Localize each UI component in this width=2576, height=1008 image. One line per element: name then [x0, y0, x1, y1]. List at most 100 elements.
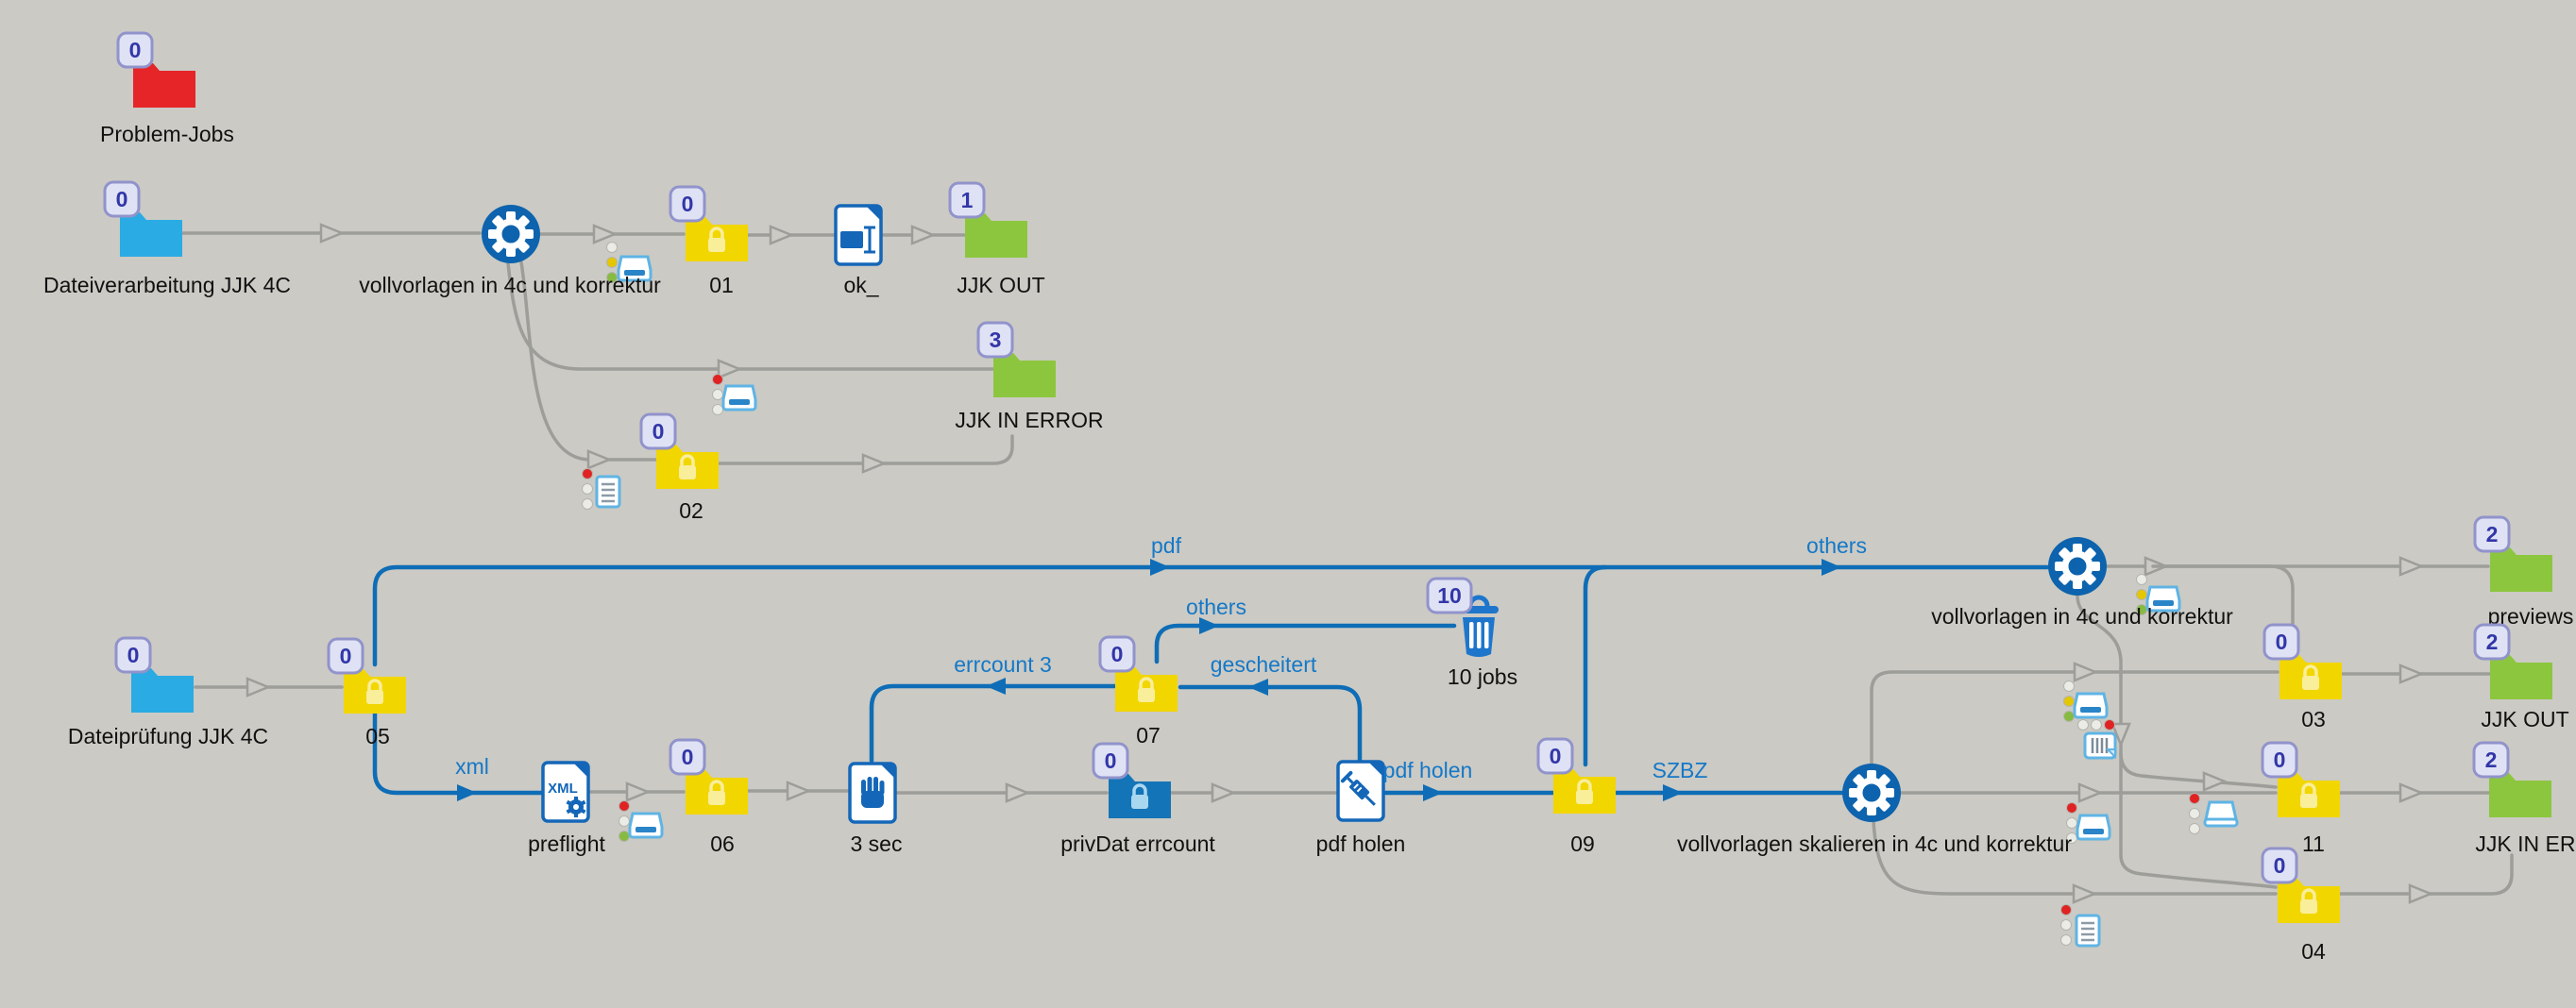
node-folder-11[interactable]: 011 — [2261, 741, 2340, 856]
connection-arrow-icon — [910, 225, 937, 245]
job-count-badge: 0 — [1092, 742, 1129, 780]
edge-03-to-jjkout[interactable] — [2341, 664, 2491, 684]
ind-branch-11 — [2189, 793, 2239, 834]
job-count: 0 — [652, 419, 665, 444]
node-folder-09[interactable]: 009 — [1536, 737, 1616, 856]
node-gear-vollvorlagen-1[interactable]: vollvorlagen in 4c und korrektur — [359, 205, 661, 297]
node-label: JJK IN ERROR — [955, 408, 1103, 432]
ind-skal-03 — [2063, 680, 2109, 722]
ind-preflight-06 — [619, 800, 664, 842]
edge-skalieren-to-04[interactable] — [1872, 818, 2278, 904]
node-gear-vollvorlagen-skalieren[interactable]: vollvorlagen skalieren in 4c und korrekt… — [1677, 764, 2072, 856]
node-folder-05[interactable]: 005 — [327, 637, 406, 748]
connection-arrow-icon — [2077, 782, 2104, 803]
edge-branch-to-11[interactable] — [2119, 751, 2278, 792]
connection-label: pdf holen — [1383, 758, 1473, 782]
lock-icon — [2300, 782, 2317, 808]
job-count: 0 — [2274, 748, 2286, 772]
edge-06-to-3sec[interactable] — [747, 781, 850, 801]
connection-arrow-icon — [2202, 771, 2229, 792]
status-dot-white — [2189, 808, 2200, 819]
edge-gear1-to-01[interactable] — [539, 224, 686, 244]
node-folder-06[interactable]: 006 — [669, 738, 748, 856]
job-count: 2 — [2485, 748, 2498, 772]
status-dot-white — [2077, 719, 2089, 731]
job-count-badge: 0 — [2261, 847, 2298, 884]
job-count: 0 — [116, 187, 128, 211]
edge-dp-to-05[interactable] — [194, 677, 344, 697]
folder-icon — [965, 213, 1027, 258]
edge-pdfholen-to-09[interactable] — [1381, 784, 1555, 801]
job-count-badge: 0 — [1536, 737, 1574, 775]
node-folder-07[interactable]: 007 — [1098, 635, 1178, 748]
job-count-badge: 0 — [2262, 623, 2300, 661]
edge-05-xml[interactable] — [372, 711, 544, 801]
connection-arrow-icon — [2398, 664, 2425, 684]
edge-gear1-to-jjkinerror[interactable] — [506, 261, 994, 379]
edge-09-up-others[interactable] — [1583, 564, 1608, 767]
job-count: 1 — [961, 188, 974, 212]
status-dot-green — [2063, 711, 2075, 722]
node-ok-rename[interactable]: ok_ — [834, 204, 883, 297]
ind-gear1-01 — [606, 242, 652, 283]
status-dot-white — [619, 815, 630, 827]
edge-ok-to-jjkout[interactable] — [881, 225, 966, 245]
edge-skalieren-to-11[interactable] — [1899, 782, 2278, 803]
node-label: 04 — [2301, 939, 2326, 964]
connection-arrow-icon — [769, 225, 795, 245]
node-label: 06 — [710, 832, 735, 856]
job-count: 0 — [129, 38, 142, 62]
node-folder-01[interactable]: 001 — [669, 185, 748, 297]
edge-02-to-jjkinerror[interactable] — [718, 434, 1014, 474]
node-label: 01 — [709, 273, 734, 297]
node-folder-04[interactable]: 0 04 — [2261, 847, 2340, 964]
edge-gear1-to-02[interactable] — [519, 260, 657, 470]
node-pdf-holen[interactable]: pdf holen — [1316, 760, 1406, 856]
edge-01-to-ok[interactable] — [746, 225, 836, 245]
node-hold-3sec[interactable]: 3 sec — [848, 762, 902, 856]
lock-icon — [366, 679, 383, 704]
edge-11-to-jjkinerror[interactable] — [2339, 782, 2490, 803]
status-dot-green — [619, 831, 630, 842]
folder-icon — [133, 63, 195, 108]
edge-3sec-to-privdat[interactable] — [893, 782, 1109, 803]
edge-preflight-to-06[interactable] — [586, 781, 686, 802]
status-dot-white — [582, 483, 593, 495]
edge-07-errcount-3sec[interactable] — [869, 678, 1117, 764]
edge-gear2-branch-03[interactable] — [2151, 564, 2295, 649]
job-count: 0 — [127, 643, 140, 667]
ind-skal-11 — [2066, 802, 2111, 844]
node-folder-03[interactable]: 003 — [2262, 623, 2342, 731]
status-dot-yellow — [606, 257, 618, 268]
document-icon — [595, 475, 621, 509]
edge-privdat-to-pdfholen[interactable] — [1169, 782, 1338, 803]
edge-skalieren-to-03[interactable] — [1870, 662, 2279, 765]
ind-printer-03 — [2077, 719, 2117, 760]
status-dot-red — [619, 800, 630, 812]
edge-dv-to-gear1[interactable] — [180, 223, 482, 244]
node-folder-02[interactable]: 002 — [639, 412, 719, 523]
status-dot-white — [582, 498, 593, 510]
edge-05-pdf-main[interactable] — [372, 559, 2050, 667]
edge-pdfholen-gescheitert-07[interactable] — [1178, 679, 1363, 764]
edge-gear2-down[interactable] — [2076, 594, 2278, 889]
node-label: JJK IN ERROR — [2475, 832, 2576, 856]
status-dot-white — [2091, 719, 2102, 731]
edge-04-to-jjkinerror[interactable] — [2339, 853, 2514, 904]
node-gear-vollvorlagen-2[interactable]: vollvorlagen in 4c und korrektur — [1931, 537, 2233, 629]
job-count: 2 — [2486, 630, 2499, 654]
edge-07-others-trash[interactable] — [1154, 617, 1457, 664]
edge-09-szbz-skalieren[interactable] — [1614, 784, 1844, 801]
